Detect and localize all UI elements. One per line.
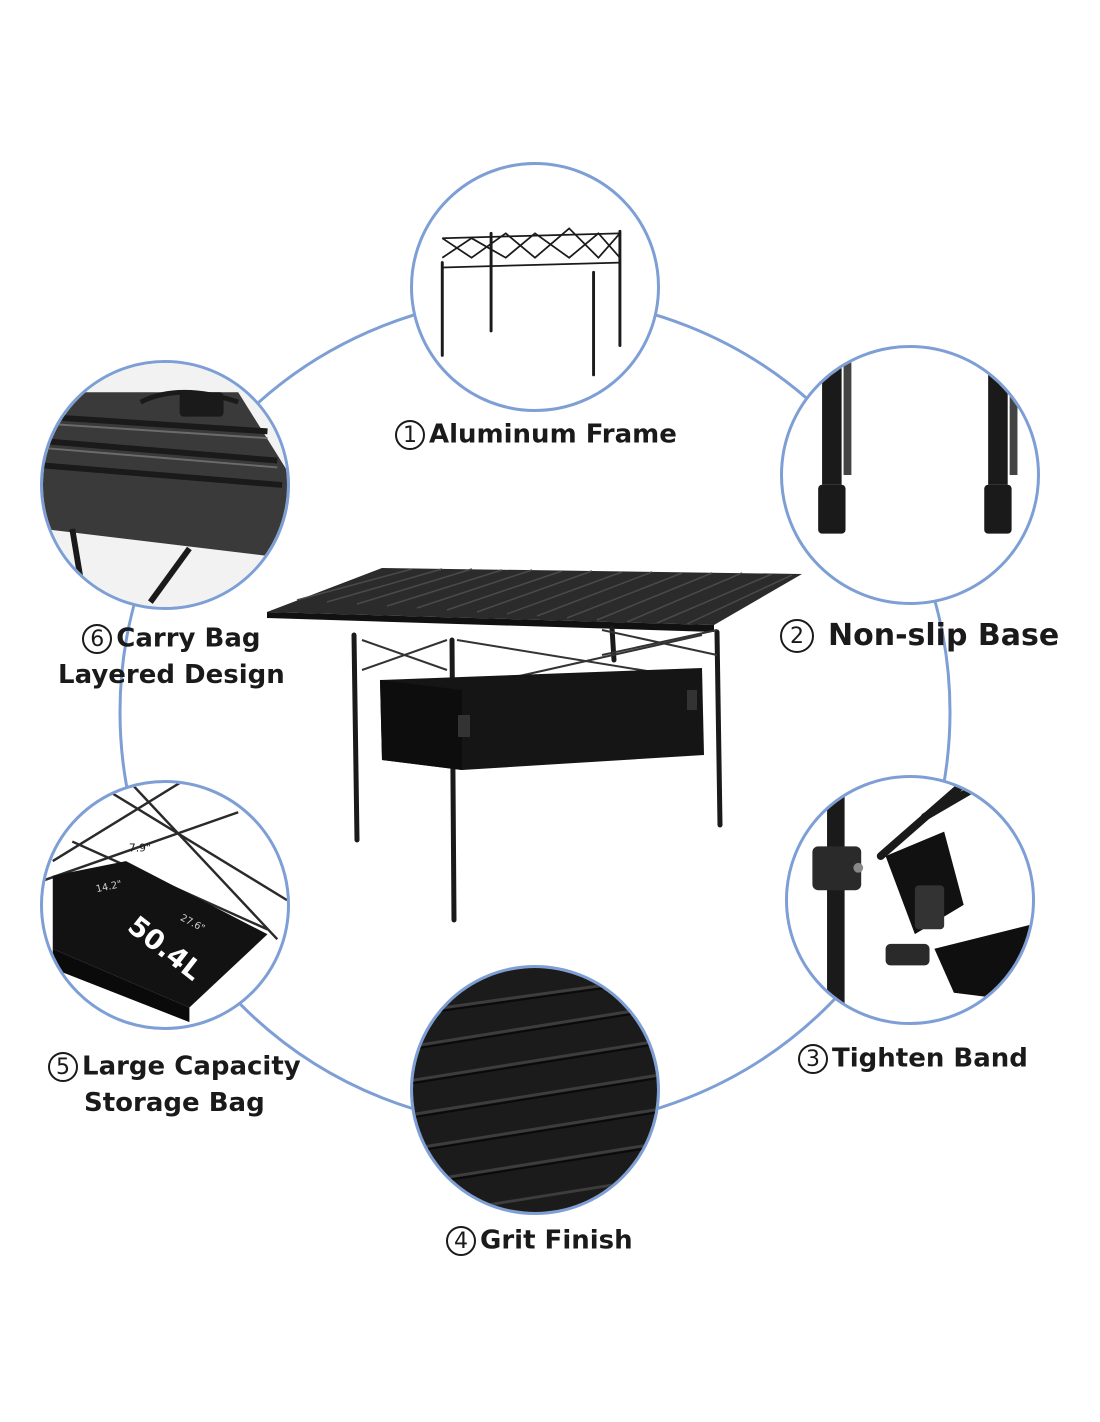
feature-number-6: 6 [82, 623, 113, 654]
tighten-band-bubble [785, 775, 1035, 1025]
non-slip-base-icon [818, 348, 1018, 534]
feature-text-5a: Large Capacity [82, 1051, 301, 1082]
feature-text-5b: Storage Bag [84, 1087, 265, 1118]
feature-number-3: 3 [798, 1043, 828, 1074]
feature-number-4: 4 [446, 1225, 476, 1256]
feature-number-5: 5 [48, 1051, 78, 1082]
non-slip-base-bubble [780, 345, 1040, 605]
feature-number-2: 2 [780, 618, 814, 653]
bag-height-dimension: 7.9" [129, 841, 151, 854]
aluminum-frame-bubble [410, 162, 660, 412]
feature-number-1: 1 [395, 419, 425, 450]
grit-finish-icon [413, 968, 657, 1212]
feature-text-2: Non-slip Base [828, 618, 1060, 653]
grit-finish-bubble [410, 965, 660, 1215]
bag-width-dimension: 14.2" [95, 879, 123, 895]
folding-table-image [267, 568, 802, 923]
storage-bag-icon: 7.9" 14.2" 27.6" 50.4L [43, 783, 287, 1023]
feature-text-4: Grit Finish [480, 1225, 633, 1256]
feature-text-3: Tighten Band [832, 1043, 1028, 1074]
aluminum-frame-icon [440, 227, 622, 377]
tighten-band-icon [812, 778, 1032, 1022]
feature-label-2: 2 Non-slip Base [780, 617, 1059, 653]
feature-text-6a: Carry Bag [116, 623, 261, 654]
storage-bag-bubble: 7.9" 14.2" 27.6" 50.4L [40, 780, 290, 1030]
carry-bag-bubble [40, 360, 290, 610]
carry-bag-icon [43, 363, 287, 607]
feature-text-1: Aluminum Frame [429, 419, 677, 450]
feature-text-6b: Layered Design [58, 659, 285, 690]
